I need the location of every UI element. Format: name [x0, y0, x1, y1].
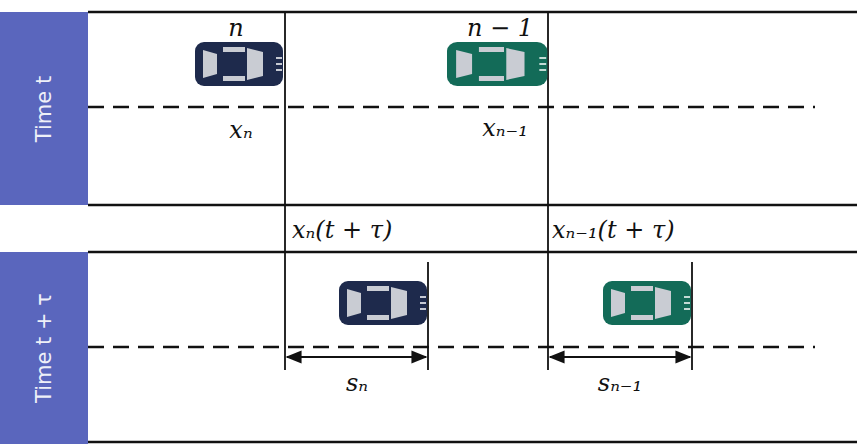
- vehicle-index: n: [228, 16, 243, 40]
- position-label: xₙ₋₁: [482, 116, 528, 140]
- position-label: xₙ₋₁(t + τ): [552, 218, 675, 242]
- time-band: Time t: [0, 12, 88, 205]
- car-n-minus-1: [447, 42, 547, 86]
- gap-label: sₙ: [346, 371, 368, 395]
- distance-arrow: [287, 356, 690, 358]
- time-label: Time t + τ: [32, 293, 56, 403]
- panel-lines: [88, 12, 857, 442]
- time-label: Time t: [32, 75, 56, 141]
- position-label: xₙ: [229, 118, 252, 142]
- position-label: xₙ(t + τ): [292, 218, 392, 242]
- vehicle-index: n − 1: [467, 16, 533, 40]
- gap-label: sₙ₋₁: [598, 371, 642, 395]
- car-n: [195, 42, 283, 86]
- position-line: [285, 12, 692, 370]
- car-n: [339, 281, 427, 325]
- car-n-minus-1: [603, 281, 691, 325]
- lane-marking: [88, 107, 815, 347]
- time-band: Time t + τ: [0, 252, 88, 444]
